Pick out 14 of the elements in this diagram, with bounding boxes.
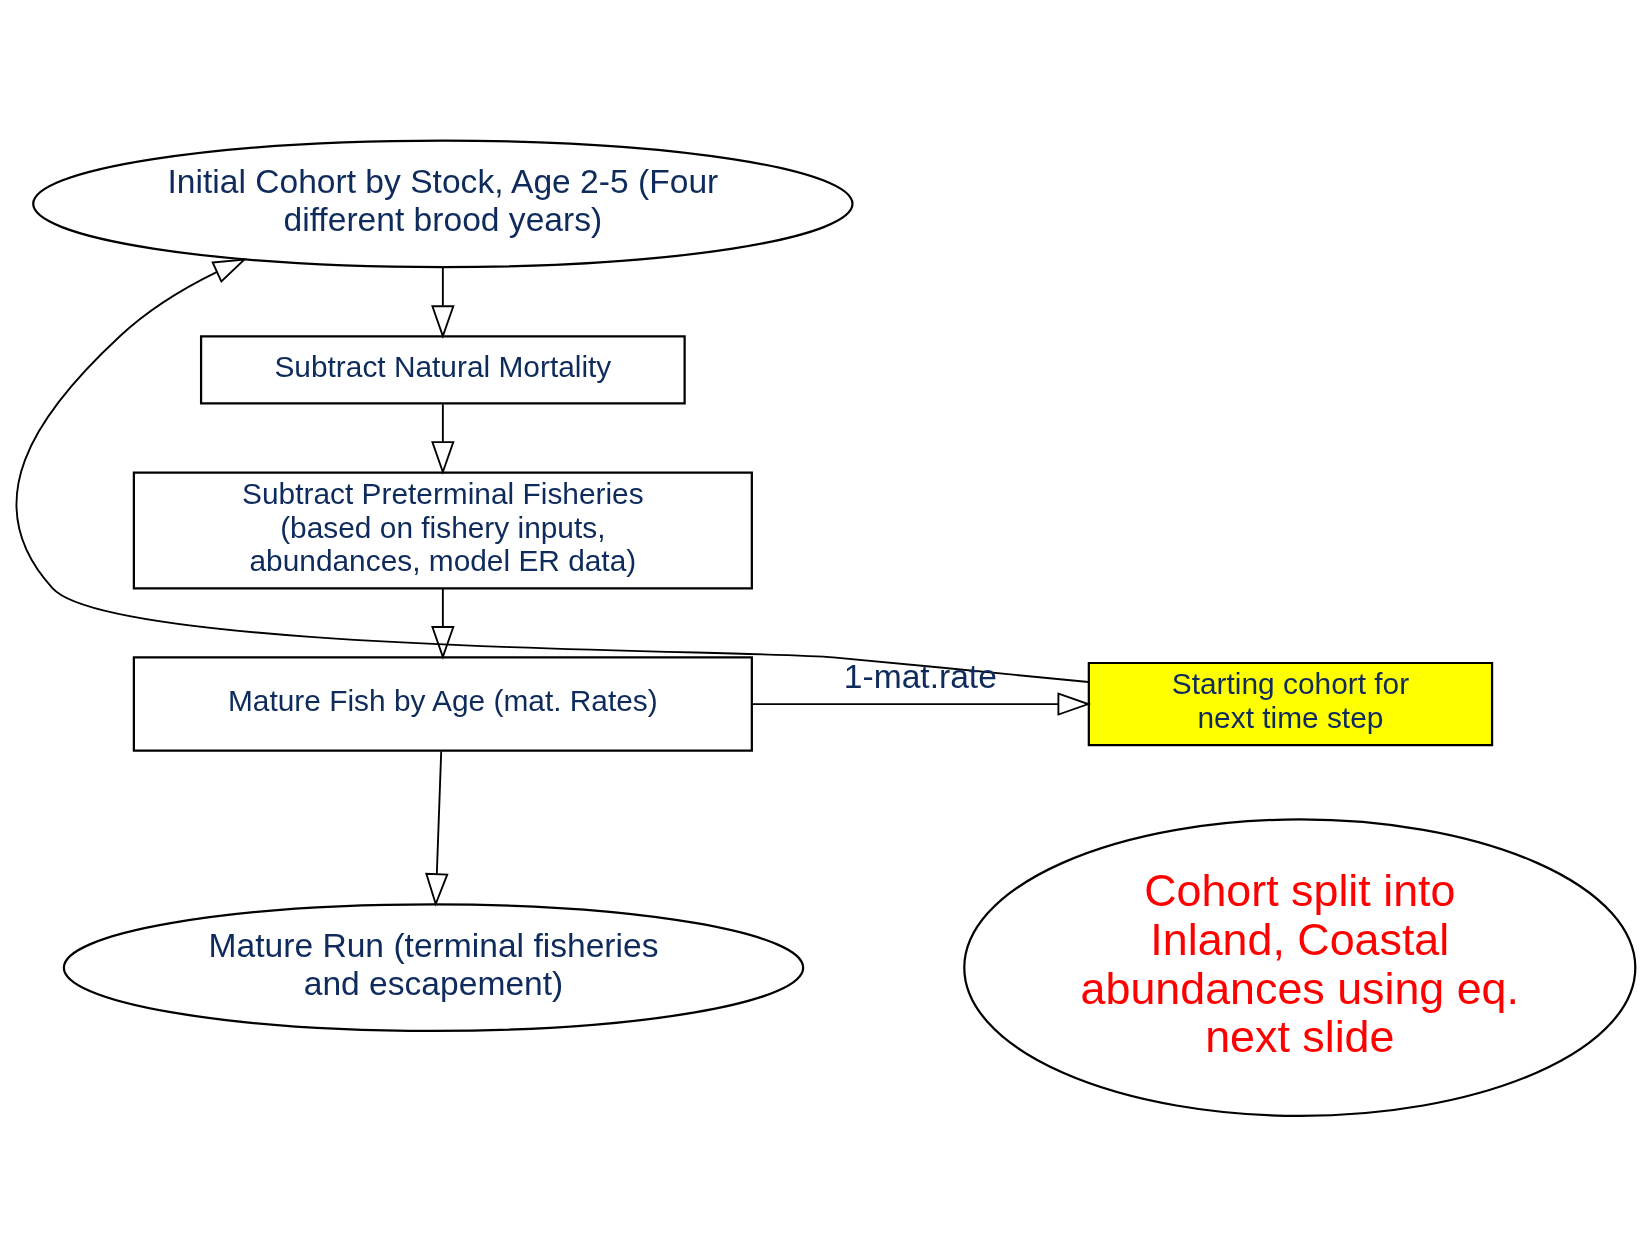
arrow [431,587,455,660]
edge-label: 1-mat.rate [843,658,997,696]
node-box: Subtract Preterminal Fisheries (based on fishery inputs, abundances, model ER data) [132,471,753,590]
arrow [750,692,1092,716]
arrow [425,750,449,907]
node-box: Starting cohort for next time step [1087,661,1494,747]
node-box: Mature Fish by Age (mat. Rates) [132,656,753,752]
node-box: Subtract Natural Mortality [199,335,686,405]
arrow [431,267,455,339]
node-ellipse: Initial Cohort by Stock, Age 2-5 (Four different brood years) [32,139,854,269]
node-ellipse: Mature Run (terminal fisheries and escapement) [62,903,805,1033]
arrow [431,403,455,475]
arrow [15,258,1090,683]
node-ellipse: Cohort split into Inland, Coastal abundances using eq. next slide [963,818,1637,1117]
